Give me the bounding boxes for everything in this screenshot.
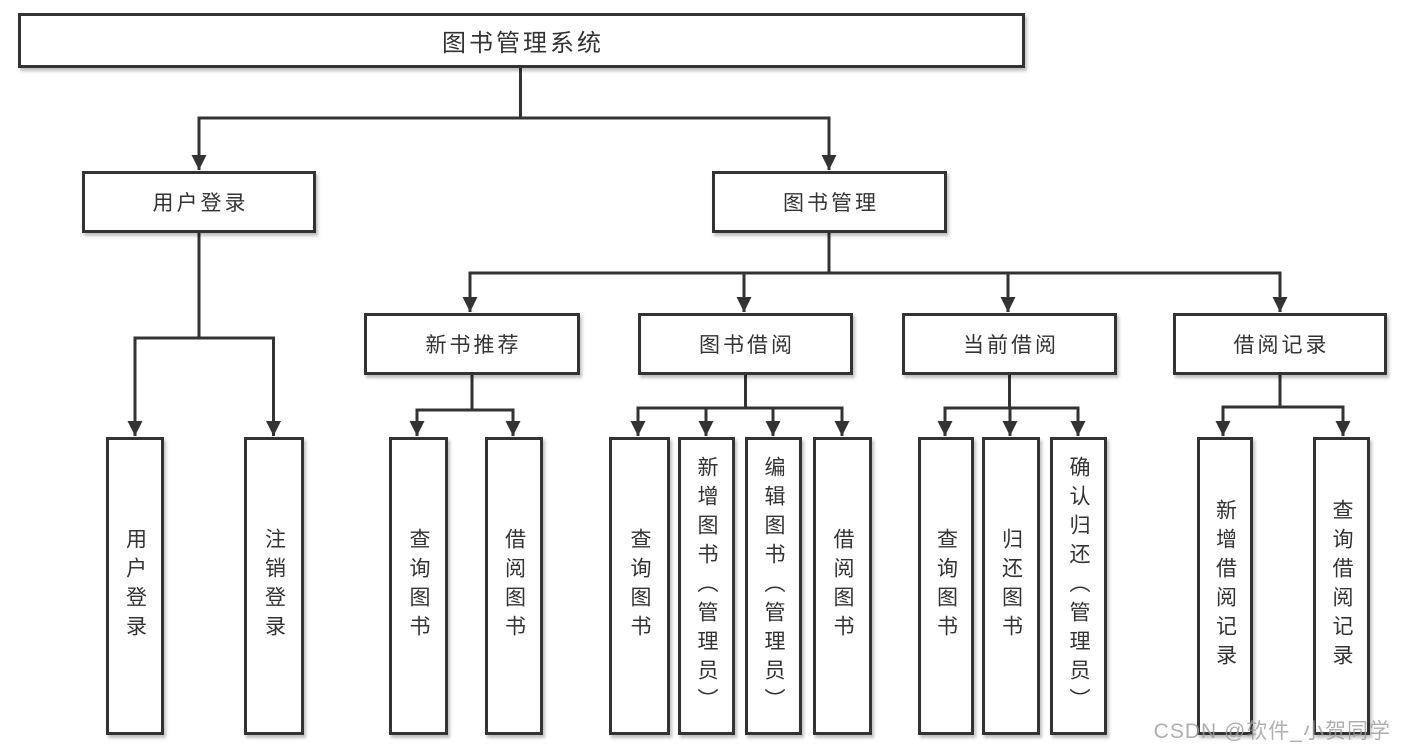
node-label: 新增图书（管理员） <box>695 455 718 717</box>
connector-root-to-level1 <box>191 68 837 170</box>
node-label: 图书借阅 <box>699 334 795 357</box>
node-label: 图书管理 <box>783 192 879 215</box>
connector-new-book-children <box>409 375 521 436</box>
node-leaf-query-books-borrowing: 查询图书 <box>609 437 670 735</box>
node-library-management-system: 图书管理系统 <box>18 13 1025 68</box>
node-leaf-edit-book-admin: 编辑图书（管理员） <box>745 437 802 735</box>
node-leaf-add-borrow-record: 新增借阅记录 <box>1197 437 1253 735</box>
node-book-management: 图书管理 <box>712 171 947 233</box>
node-leaf-borrow-books: 借阅图书 <box>813 437 872 735</box>
node-label: 借阅图书 <box>831 528 854 644</box>
node-label: 用户登录 <box>152 192 249 215</box>
node-label: 新书推荐 <box>425 334 522 357</box>
node-label: 确认归还（管理员） <box>1067 455 1090 717</box>
node-label: 用户登录 <box>123 528 147 644</box>
node-label: 归还图书 <box>999 528 1023 644</box>
node-leaf-borrow-books-recommend: 借阅图书 <box>485 437 543 735</box>
node-label: 注销登录 <box>262 528 286 644</box>
node-label: 查询图书 <box>934 528 958 644</box>
node-current-borrowing: 当前借阅 <box>902 313 1117 375</box>
node-leaf-query-books-recommend: 查询图书 <box>389 437 448 735</box>
connector-current-borrow-children <box>937 375 1086 436</box>
node-leaf-confirm-return-admin: 确认归还（管理员） <box>1050 437 1107 735</box>
node-label: 借阅图书 <box>502 528 526 644</box>
connector-user-login-children <box>127 233 281 436</box>
node-label: 编辑图书（管理员） <box>762 455 785 717</box>
node-label: 借阅记录 <box>1233 334 1330 357</box>
node-label: 图书管理系统 <box>442 30 604 57</box>
node-label: 查询借阅记录 <box>1330 499 1353 673</box>
node-new-book-recommend: 新书推荐 <box>364 313 580 375</box>
connector-book-mgmt-children <box>462 233 1288 312</box>
csdn-watermark: CSDN @软件_小贺同学 <box>1153 720 1391 743</box>
node-leaf-add-book-admin: 新增图书（管理员） <box>678 437 735 735</box>
node-user-login-group: 用户登录 <box>82 171 316 233</box>
node-leaf-user-login: 用户登录 <box>106 437 164 735</box>
connector-book-borrow-children <box>630 375 850 436</box>
connector-borrow-record-children <box>1215 375 1351 436</box>
node-borrow-records: 借阅记录 <box>1173 313 1387 375</box>
node-leaf-query-borrow-record: 查询借阅记录 <box>1313 437 1370 735</box>
node-book-borrowing: 图书借阅 <box>638 313 853 375</box>
node-label: 查询图书 <box>628 528 651 644</box>
node-leaf-query-books-current: 查询图书 <box>918 437 974 735</box>
node-label: 当前借阅 <box>963 334 1059 357</box>
node-label: 新增借阅记录 <box>1213 499 1237 673</box>
node-leaf-return-books: 归还图书 <box>982 437 1040 735</box>
node-leaf-logout: 注销登录 <box>244 437 304 735</box>
node-label: 查询图书 <box>407 528 430 644</box>
